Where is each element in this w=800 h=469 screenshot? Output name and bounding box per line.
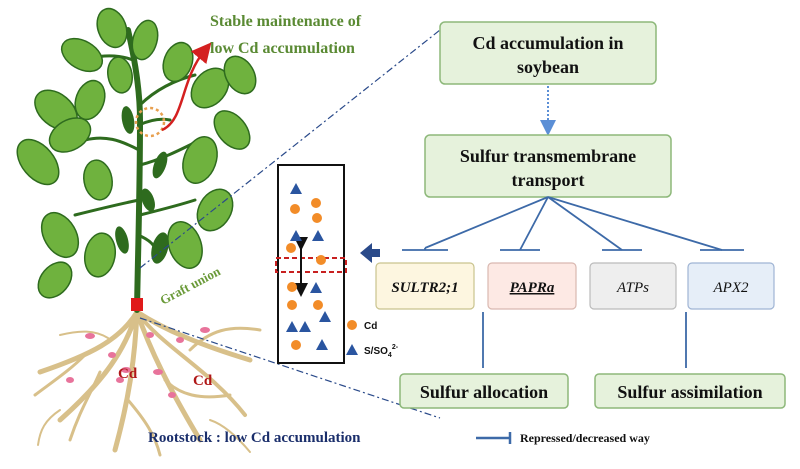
gene-box-papra: [487, 262, 577, 310]
cross-section-panel: [277, 164, 345, 364]
gene-box-sultr: [375, 262, 475, 310]
legend-cd-label: Cd: [364, 321, 377, 332]
legend-repressed-icon: [476, 432, 512, 444]
top-label-line2: low Cd accumulation: [210, 40, 355, 57]
plant-leaves: [16, 7, 257, 299]
sulfur-allocation-box: [399, 373, 569, 409]
legend-sulfur-label: S/SO42-: [364, 344, 399, 359]
graft-union-label: Graft union: [157, 263, 223, 308]
pointer-arrow: [360, 243, 380, 263]
graft-union-marker: [131, 298, 143, 311]
graft-zone-indicator: [275, 257, 347, 273]
upward-transport-arrow: [161, 42, 212, 132]
gene-label-apx2: APX2: [713, 280, 749, 296]
sulfur-transport-line2: transport: [512, 170, 585, 190]
legend-repressed-label: Repressed/decreased way: [520, 431, 650, 445]
cd-particles: [286, 198, 326, 350]
sulfur-assimilation-label: Sulfur assimilation: [617, 382, 762, 402]
gene-box-atps: [589, 262, 677, 310]
sulfur-transport-line1: Sulfur transmembrane: [460, 146, 636, 166]
sulfur-allocation-label: Sulfur allocation: [420, 382, 548, 402]
gene-label-atps: ATPs: [616, 280, 649, 296]
legend-cd-icon: [347, 320, 357, 330]
gene-label-papra: PAPRa: [510, 280, 555, 296]
sulfur-particles: [286, 183, 331, 350]
stem-node-highlight: [134, 106, 166, 138]
legend-sulfur-icon: [346, 344, 358, 355]
root-system: [33, 309, 262, 457]
root-cd-label-left: Cd: [118, 366, 138, 382]
guide-line-upper: [139, 29, 441, 269]
sulfur-assimilation-box: [594, 373, 786, 409]
top-label-line1: Stable maintenance of: [210, 13, 362, 30]
inhibition-connectors: [402, 196, 744, 251]
gene-label-sultr: SULTR2;1: [391, 280, 458, 296]
root-nodules: [66, 327, 210, 398]
root-cd-label-right: Cd: [193, 373, 213, 389]
gene-box-apx2: [687, 262, 775, 310]
cd-accumulation-line2: soybean: [517, 57, 579, 77]
cd-accumulation-line1: Cd accumulation in: [472, 33, 623, 53]
cd-accumulation-box: [439, 21, 657, 85]
rootstock-label: Rootstock : low Cd accumulation: [148, 430, 361, 446]
